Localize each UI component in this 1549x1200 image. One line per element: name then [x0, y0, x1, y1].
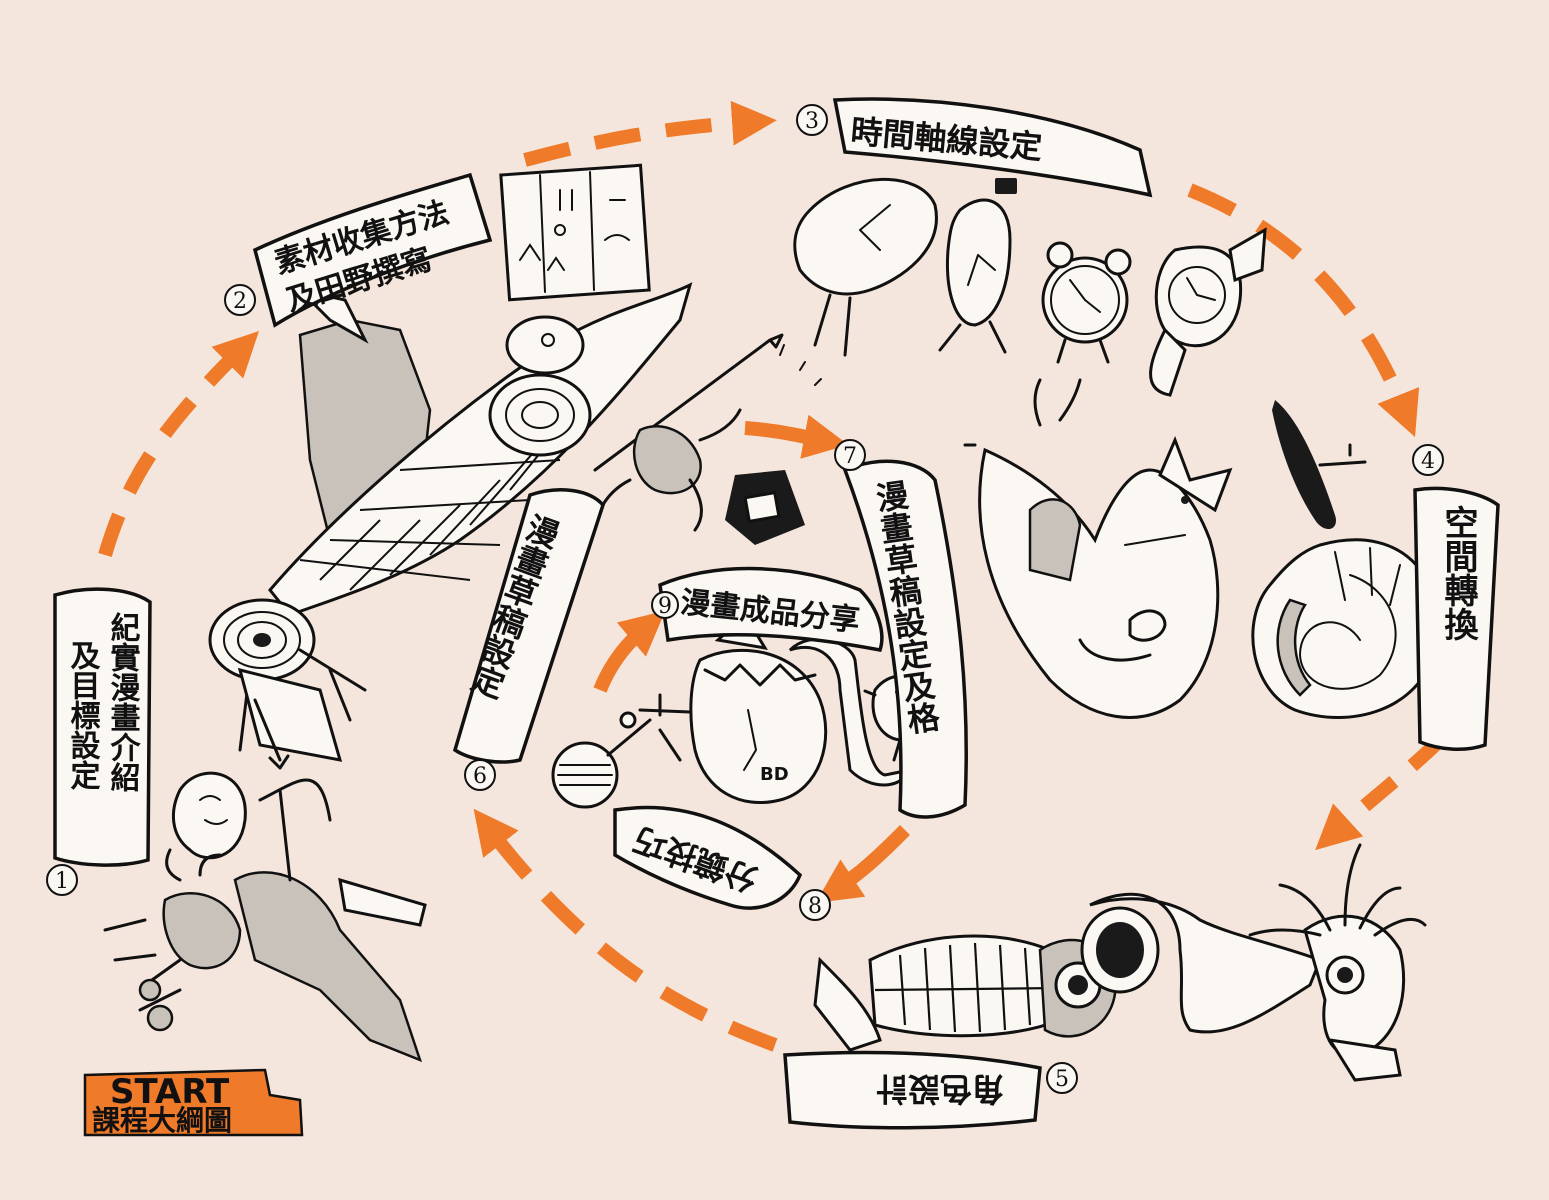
step-6-num: 6 [473, 764, 487, 789]
step-1-line-2: 及目標設定 [65, 640, 101, 791]
ammonite-shell-icon [1251, 538, 1440, 719]
flow-arrow-7-8 [815, 825, 910, 903]
flow-arrow-2-3 [523, 100, 777, 167]
step-3-num: 3 [805, 109, 819, 134]
submarine-icon [1272, 400, 1367, 530]
flow-arrow-5-6 [473, 808, 778, 1052]
step-9-box [658, 566, 884, 653]
start-badge-bg [83, 1068, 304, 1137]
step-1: 紀實漫畫介紹 及目標設定 1 [46, 587, 152, 896]
step-4-box [1413, 486, 1500, 752]
squid-fish-skeleton-icon [813, 843, 1427, 1082]
pen-and-inkwell-icon [593, 333, 822, 545]
melting-clock-icon [793, 177, 938, 357]
egg-label: BD [760, 764, 789, 785]
step-5-box [783, 1050, 1042, 1130]
step-7-num-circle [834, 439, 866, 471]
step-3: 時間軸線設定 3 [796, 97, 1153, 198]
step-8-box [613, 805, 803, 910]
step-5-num: 5 [1055, 1067, 1069, 1092]
anubis-mummy-icon [268, 282, 693, 617]
target-icon [208, 598, 367, 770]
step-4-line-1: 空間轉換 [1438, 505, 1478, 641]
step-9-num-circle [651, 591, 679, 619]
step-8: 分鏡技巧 8 [613, 805, 831, 921]
step-8-num: 8 [808, 894, 822, 919]
alarm-clock-icon [1041, 241, 1132, 364]
step-3-num-circle [796, 104, 828, 136]
flow-arrows [98, 100, 1445, 1052]
archer-figure-icon [103, 771, 427, 1063]
wristwatch-icon [1149, 227, 1267, 397]
step-7-num: 7 [843, 444, 857, 469]
step-2: 素材收集方法 及田野撰寫 2 [224, 172, 493, 328]
woman-riding-cat-icon [963, 378, 1233, 719]
step-4: 空間轉換 4 [1412, 444, 1500, 752]
step-6-num-circle [464, 759, 496, 791]
step-9: 漫畫成品分享 9 [651, 566, 884, 653]
step-1-num-circle [46, 864, 78, 896]
magnifying-glass-icon [551, 693, 692, 809]
step-2-num: 2 [233, 289, 247, 314]
step-2-box [252, 172, 493, 328]
flow-arrow-8-9 [593, 610, 666, 693]
flow-arrow-4-5 [1315, 735, 1445, 851]
step-6-box [452, 488, 605, 764]
start-subtitle: 課程大綱圖 [92, 1104, 232, 1137]
flow-arrow-1-2 [98, 330, 260, 557]
step-9-num: 9 [658, 594, 672, 619]
start-badge: START 課程大綱圖 [83, 1068, 304, 1137]
hatching-egg-icon: BD [689, 612, 913, 805]
step-1-num: 1 [55, 869, 69, 894]
walking-clock-icon [938, 178, 1017, 354]
step-2-num-circle [224, 284, 256, 316]
hieroglyph-icon [499, 163, 651, 302]
step-1-line-1: 紀實漫畫介紹 [105, 612, 142, 792]
step-3-box [832, 97, 1153, 198]
step-1-box [53, 587, 152, 867]
step-5-num-circle [1046, 1062, 1078, 1094]
start-title: START [110, 1072, 230, 1112]
step-4-num-circle [1412, 444, 1444, 476]
step-8-num-circle [799, 889, 831, 921]
flow-arrow-3-4 [1187, 183, 1420, 437]
flow-arrow-6-7 [744, 414, 849, 459]
step-5: 角色設計 5 [783, 1050, 1078, 1130]
step-7-box [842, 459, 968, 819]
step-5-line-1: 角色設計 [876, 1070, 1004, 1108]
step-4-num: 4 [1421, 449, 1435, 474]
